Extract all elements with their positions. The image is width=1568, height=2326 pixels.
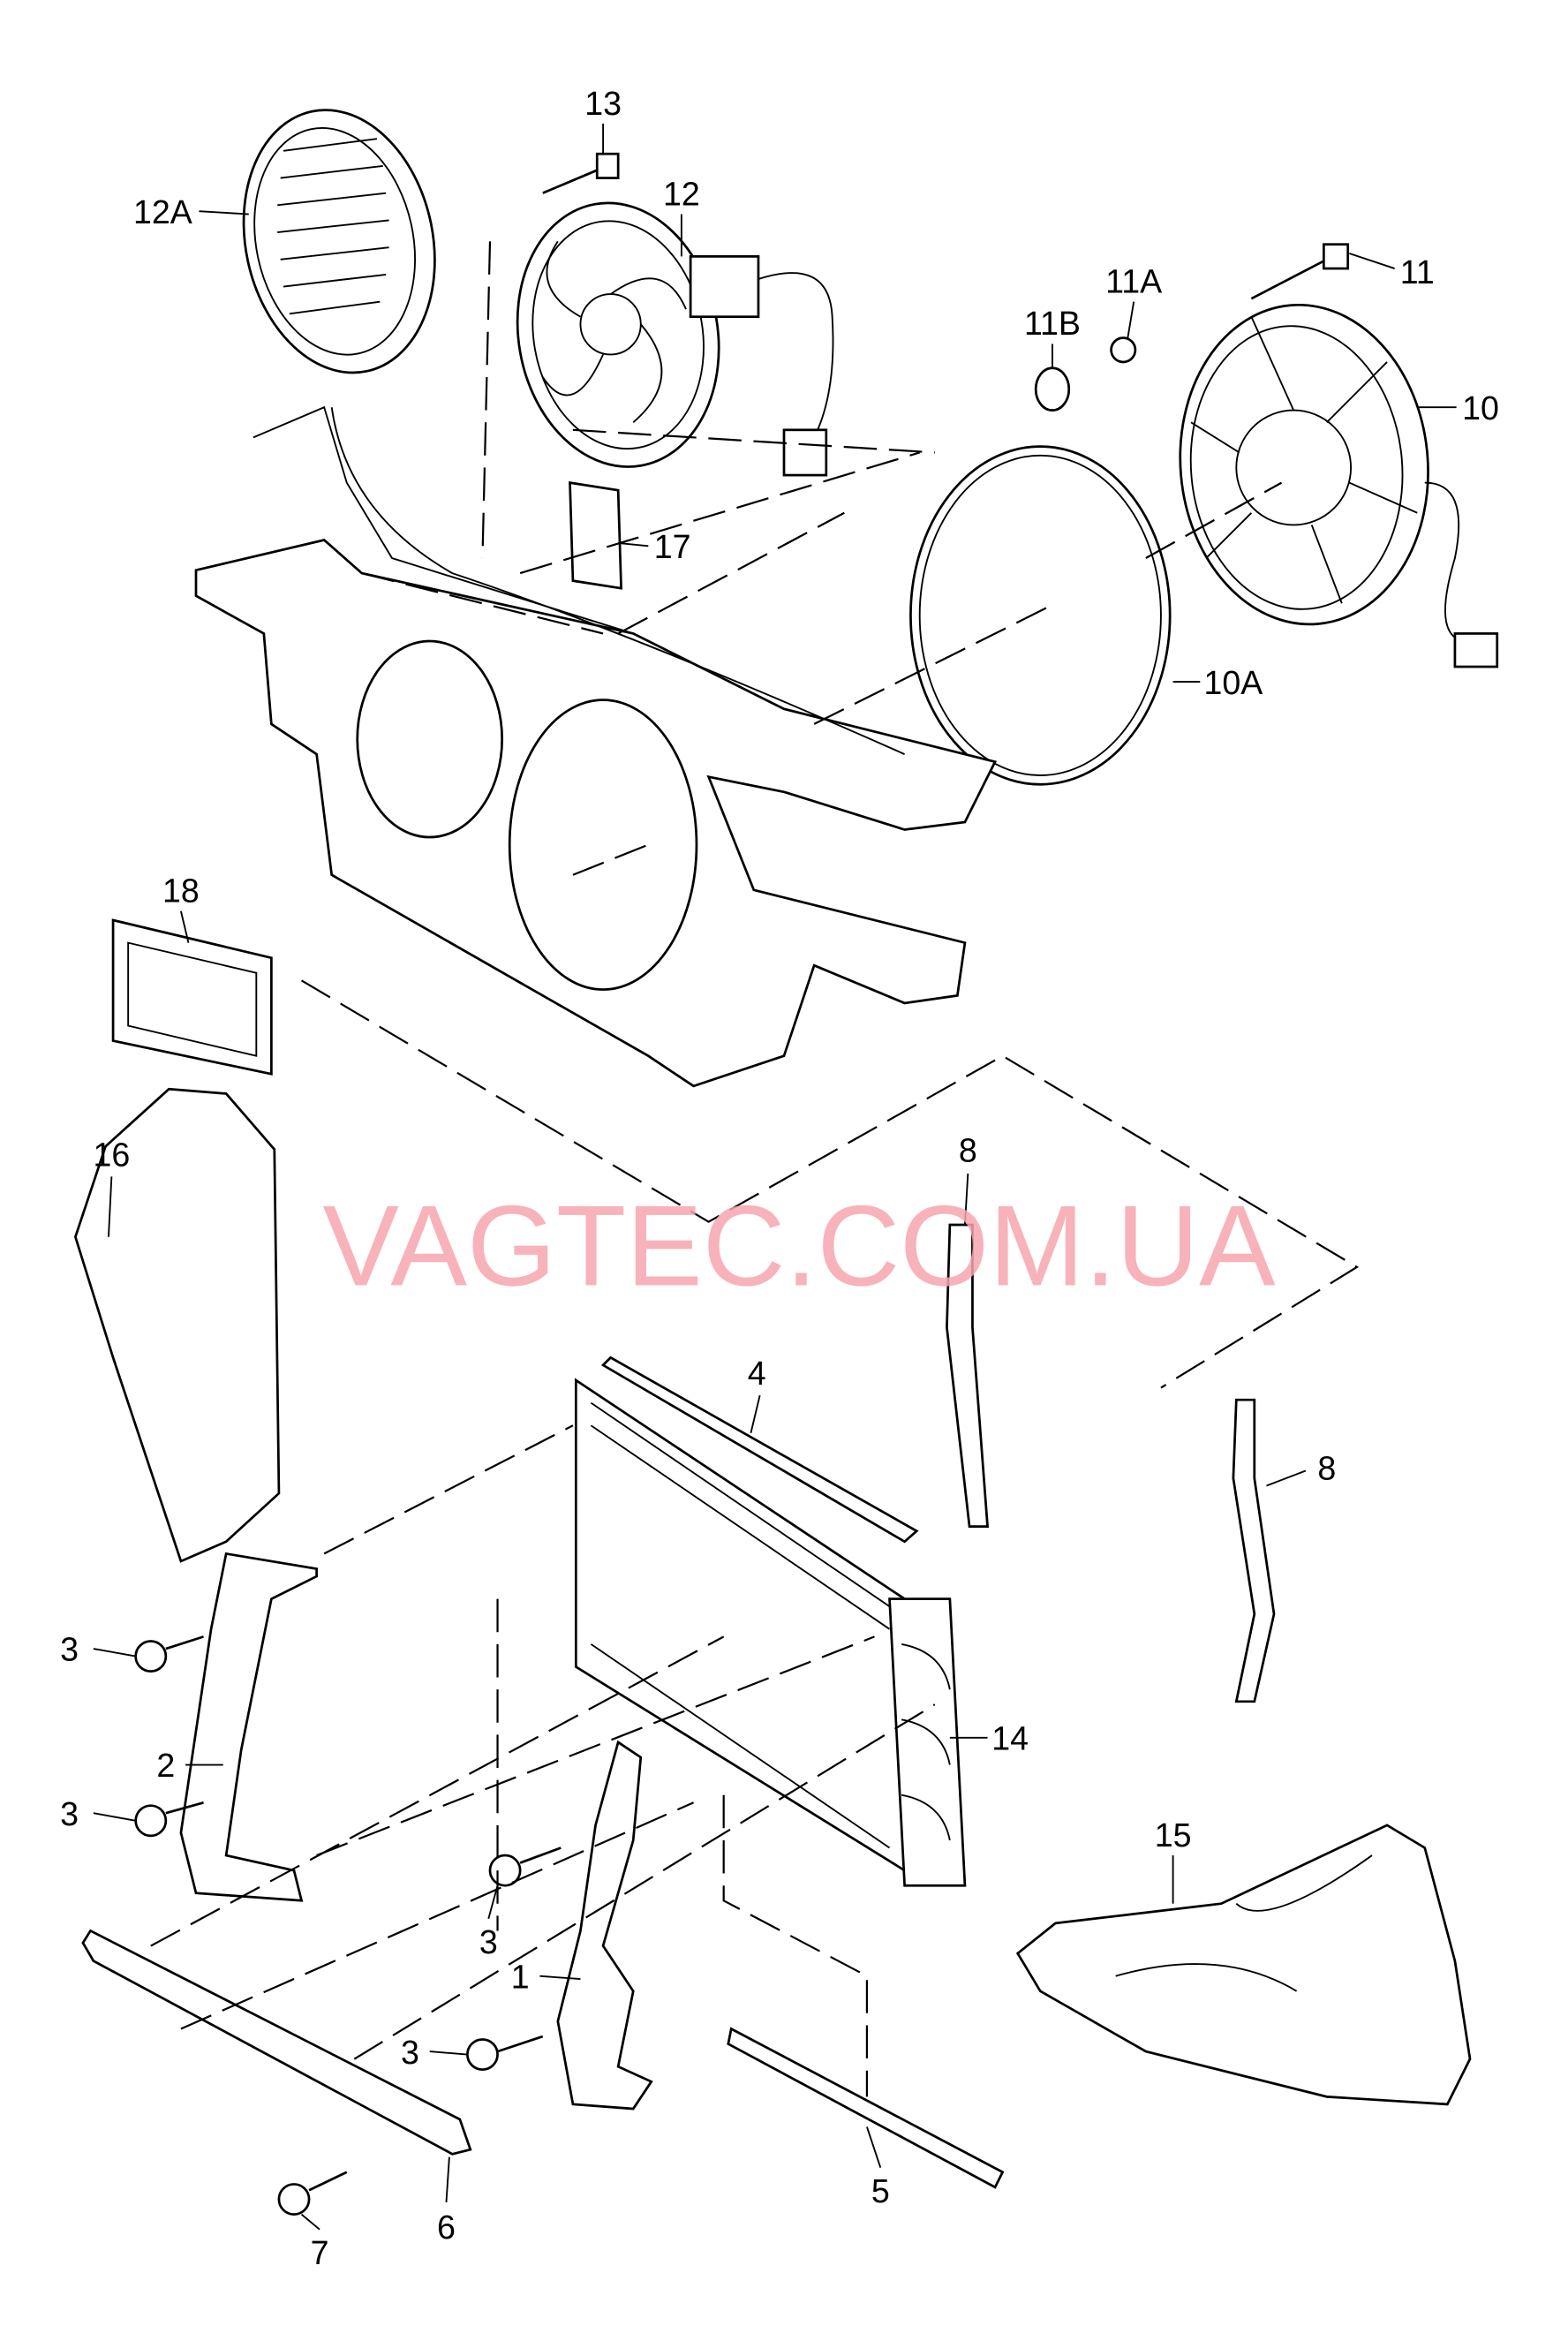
bracket-2: [179, 1552, 318, 1902]
label-7: 7: [311, 2234, 329, 2271]
label-11: 11: [1400, 253, 1435, 291]
seal-strip-8a: [946, 1223, 990, 1529]
label-11A: 11A: [1105, 262, 1162, 299]
label-11B: 11B: [1024, 305, 1081, 342]
label-15: 15: [1155, 1816, 1192, 1854]
air-duct-15: [1015, 1824, 1472, 2106]
seal-strip-5: [727, 2027, 1005, 2189]
radiator: [574, 1356, 967, 1887]
electric-fan-12: [516, 201, 834, 477]
trim-18: [111, 918, 273, 1076]
bracket-1: [556, 1740, 653, 2111]
label-5: 5: [871, 2172, 890, 2209]
label-10A: 10A: [1203, 664, 1263, 701]
label-8b: 8: [1317, 1450, 1336, 1487]
air-duct-16: [73, 1087, 281, 1563]
bolts-3: [134, 1635, 562, 2216]
fasteners-top: [542, 152, 1350, 412]
lock-carrier: [194, 405, 998, 1088]
electric-fan-10: [1179, 303, 1499, 668]
seal-ring-10A: [909, 445, 1172, 786]
label-3a: 3: [60, 1631, 79, 1668]
label-13: 13: [584, 85, 622, 122]
assembly-lines: [150, 241, 1360, 2097]
label-8a: 8: [959, 1131, 977, 1168]
label-3b: 3: [60, 1795, 79, 1832]
label-3c: 3: [479, 1923, 498, 1960]
label-14: 14: [991, 1719, 1029, 1756]
label-17: 17: [654, 528, 691, 565]
label-1: 1: [511, 1958, 530, 1995]
bracket-17: [569, 481, 622, 590]
label-2: 2: [156, 1747, 175, 1784]
label-3d: 3: [401, 2034, 419, 2071]
fan-cover-12A: [242, 109, 436, 374]
cross-member-6: [81, 1929, 472, 2156]
part-labels: 13 12A 12 11 11A 11B 10 17 10A 18 16 8 4…: [60, 85, 1499, 2271]
label-18: 18: [162, 872, 200, 909]
label-10: 10: [1462, 389, 1499, 427]
label-16: 16: [93, 1136, 130, 1173]
label-12: 12: [663, 175, 700, 212]
seal-strip-8b: [1232, 1398, 1276, 1703]
watermark: VAGTEC.COM.UA: [322, 1181, 1276, 1310]
label-4: 4: [748, 1355, 766, 1392]
leader-lines: [93, 124, 1457, 2231]
label-12A: 12A: [133, 193, 192, 230]
label-6: 6: [437, 2209, 456, 2246]
